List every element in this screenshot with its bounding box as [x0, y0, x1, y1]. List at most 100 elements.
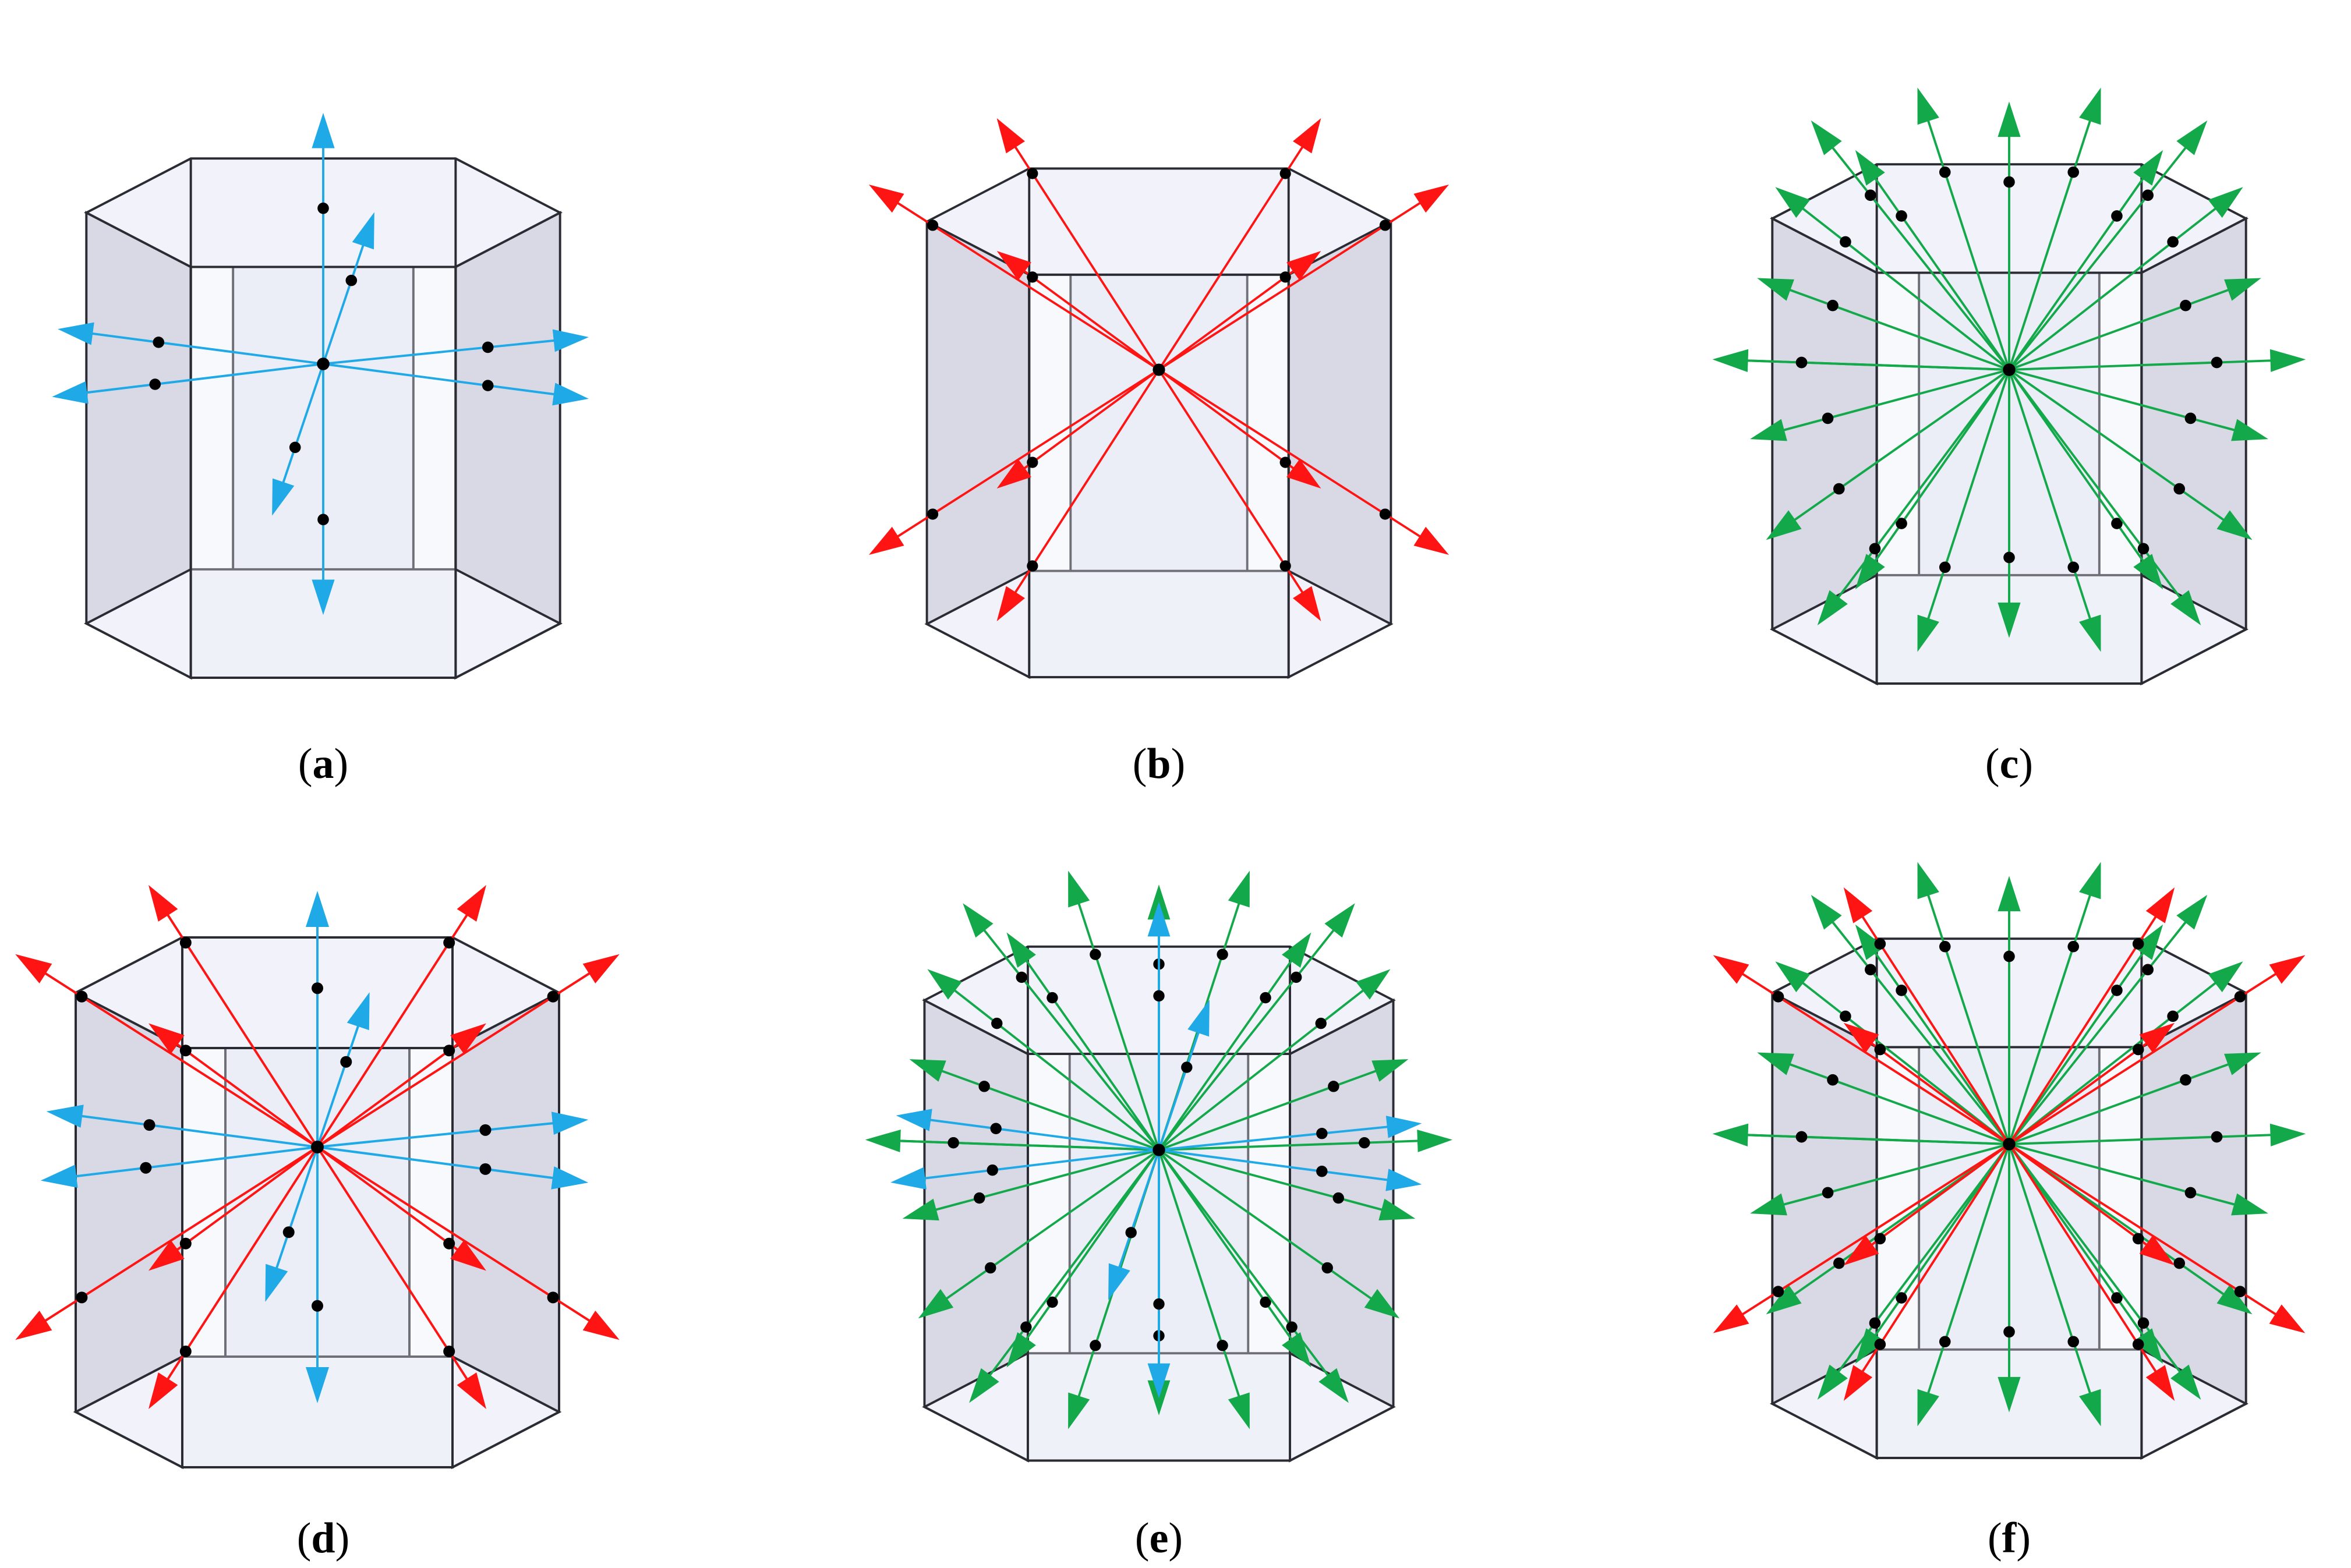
- panel-label-f: (f): [1988, 1514, 2031, 1562]
- lattice-point: [312, 1300, 323, 1312]
- lattice-point: [2173, 1257, 2186, 1269]
- green-arrow-shaft: [1158, 1139, 1430, 1151]
- green-arrow-shaft: [2009, 1059, 2240, 1145]
- lattice-point: [2003, 1326, 2015, 1338]
- green-arrow-shaft: [2008, 1144, 2095, 1405]
- blue-arrow-head: [1147, 1363, 1171, 1399]
- green-arrow-head: [1817, 1364, 1848, 1400]
- lattice-point: [1321, 1262, 1333, 1274]
- green-arrow-head: [1855, 924, 1885, 960]
- blue-arrow-head: [312, 112, 335, 148]
- red-arrow-head: [149, 1372, 178, 1409]
- blue-arrow-shaft: [317, 1121, 565, 1148]
- lattice-point: [1260, 992, 1271, 1004]
- red-arrow-head: [1843, 1022, 1879, 1053]
- green-arrow-head: [2170, 590, 2201, 626]
- lattice-point: [1020, 1321, 1032, 1333]
- green-arrow-head: [1766, 1284, 1802, 1315]
- lattice-point: [1833, 1257, 1845, 1269]
- green-arrow-head: [1775, 961, 1811, 993]
- blue-arrow-shaft: [323, 363, 567, 397]
- lattice-point: [2132, 938, 2144, 950]
- green-arrow-head: [1917, 862, 1939, 900]
- lattice-point: [2111, 985, 2123, 996]
- lattice-point: [282, 1226, 295, 1238]
- lattice-point: [2067, 561, 2080, 574]
- lattice-point: [1896, 210, 1907, 222]
- lattice-point: [1279, 168, 1291, 179]
- green-arrow-head: [1917, 87, 1939, 125]
- green-arrow-head: [2170, 1364, 2201, 1400]
- lattice-point: [1874, 1339, 1886, 1350]
- red-arrow-head: [996, 251, 1031, 281]
- blue-arrow-shaft: [1158, 1124, 1400, 1151]
- lattice-point: [991, 1017, 1003, 1029]
- blue-arrow-head: [46, 1105, 84, 1128]
- lattice-point: [1379, 220, 1391, 231]
- red-arrow-head: [149, 885, 178, 922]
- lattice-point: [948, 1137, 959, 1149]
- green-arrow-shaft: [1074, 891, 1160, 1151]
- lattice-point: [1869, 1317, 1881, 1329]
- green-arrow-shaft: [1830, 369, 2010, 608]
- lattice-point: [2111, 210, 2123, 222]
- lattice-point: [1316, 1166, 1328, 1177]
- lattice-point: [1379, 508, 1391, 520]
- green-arrow-head: [1998, 876, 2021, 912]
- green-arrow-shaft: [888, 1139, 1159, 1151]
- blue-arrow-head: [272, 478, 295, 516]
- lattice-point: [76, 1291, 88, 1304]
- lattice-point: [547, 1291, 559, 1304]
- center-point: [2003, 1138, 2016, 1151]
- lattice-point: [1865, 189, 1876, 201]
- panel-label-d: (d): [296, 1514, 350, 1562]
- lattice-point: [1874, 1233, 1886, 1245]
- blue-arrow-head: [52, 381, 89, 404]
- blue-arrow-shaft: [317, 1146, 565, 1181]
- lattice-point: [1328, 1081, 1339, 1092]
- lattice-point: [1840, 236, 1851, 248]
- green-arrow-head: [2133, 150, 2163, 186]
- lattice-point: [179, 937, 192, 948]
- green-arrow-head: [2079, 614, 2101, 652]
- green-arrow-shaft: [2008, 109, 2095, 370]
- lattice-point: [1865, 964, 1876, 976]
- blue-arrow-shaft: [323, 338, 567, 365]
- lattice-point: [443, 1346, 455, 1357]
- lattice-point: [2132, 1043, 2144, 1056]
- lattice-point: [990, 1123, 1002, 1134]
- green-arrow-shaft: [2008, 942, 2151, 1145]
- red-arrow-head: [1413, 526, 1450, 555]
- lattice-point: [2003, 551, 2015, 564]
- lattice-point: [1840, 1010, 1851, 1022]
- lattice-point: [1939, 561, 1951, 574]
- green-arrow-shaft: [930, 1066, 1159, 1151]
- lattice-point: [2137, 543, 2150, 555]
- green-arrow-head: [2079, 87, 2101, 125]
- lattice-point: [1279, 271, 1291, 283]
- lattice-point: [1027, 456, 1038, 468]
- lattice-point: [1027, 271, 1038, 283]
- green-arrow-shaft: [2008, 974, 2226, 1145]
- green-arrow-shaft: [1019, 1149, 1160, 1350]
- green-arrow-shaft: [1778, 1059, 2010, 1145]
- blue-arrow-shaft: [918, 1117, 1159, 1151]
- lattice-point: [985, 1262, 996, 1274]
- blue-arrow-head: [1147, 901, 1171, 937]
- blue-arrow-head: [552, 383, 589, 406]
- lattice-point: [2067, 166, 2080, 178]
- green-arrow-head: [2269, 349, 2306, 372]
- lattice-point: [1260, 1296, 1271, 1308]
- green-arrow-shaft: [1158, 982, 1374, 1151]
- green-arrow-head: [865, 1130, 901, 1152]
- red-arrow-head: [450, 1023, 486, 1054]
- red-arrow-head: [1713, 1304, 1749, 1333]
- lattice-point: [1291, 971, 1302, 983]
- green-arrow-head: [2208, 961, 2243, 993]
- red-arrow-head: [149, 1023, 185, 1054]
- red-arrow-head: [1843, 1365, 1873, 1401]
- green-arrow-shaft: [1867, 168, 2010, 371]
- green-arrow-head: [918, 1289, 954, 1319]
- green-arrow-shaft: [2008, 1143, 2189, 1382]
